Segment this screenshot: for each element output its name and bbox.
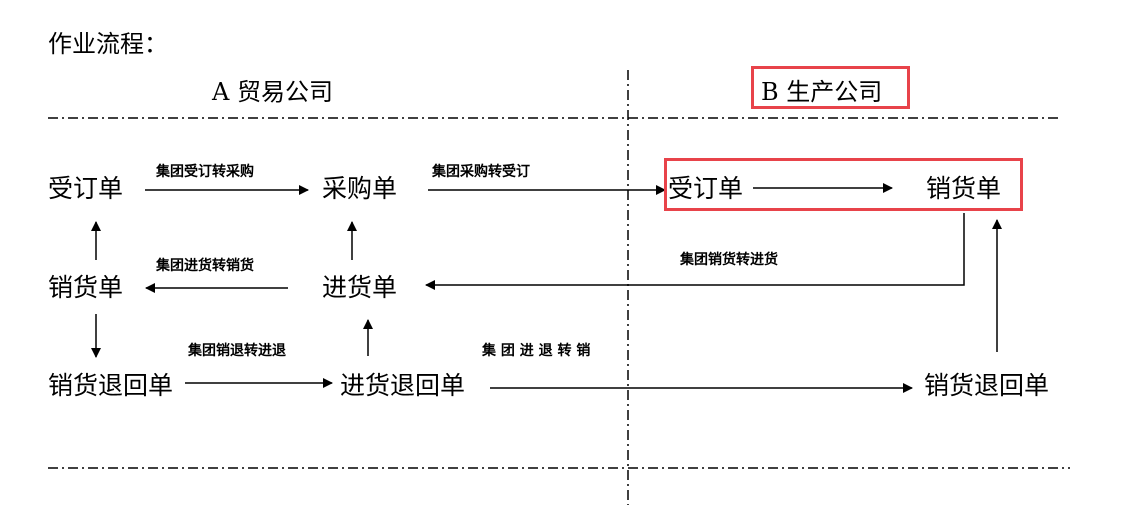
edge-label-salesreturn-to-purchasereturn: 集团销退转进退 (188, 343, 286, 359)
column-a-header: A 贸易公司 (212, 78, 333, 106)
node-a-purchase-return: 进货退回单 (340, 371, 466, 400)
b-company-highlight (751, 66, 910, 109)
b-nodes-highlight (664, 158, 1023, 211)
node-a-receipt: 进货单 (322, 273, 398, 302)
node-a-order: 受订单 (48, 174, 124, 203)
node-a-purchase: 采购单 (322, 174, 398, 203)
edge-label-purchasereturn-to-salesreturn: 集 团 进 退 转 销 (482, 343, 591, 359)
node-b-order: 受订单 (668, 174, 744, 203)
node-b-sales: 销货单 (926, 174, 1002, 203)
edge-label-purchase-to-order: 集团采购转受订 (432, 164, 530, 180)
arrow-b-sales-to-receipt (425, 213, 965, 290)
edge-label-sales-to-receipt: 集团销货转进货 (680, 252, 778, 268)
node-a-sales: 销货单 (48, 273, 124, 302)
edge-label-order-to-purchase: 集团受订转采购 (156, 164, 254, 180)
column-b-header: B 生产公司 (761, 78, 883, 106)
node-b-sales-return: 销货退回单 (924, 371, 1050, 400)
edge-label-receipt-to-sales: 集团进货转销货 (156, 258, 254, 274)
page-title: 作业流程： (48, 30, 168, 58)
node-a-sales-return: 销货退回单 (48, 371, 174, 400)
